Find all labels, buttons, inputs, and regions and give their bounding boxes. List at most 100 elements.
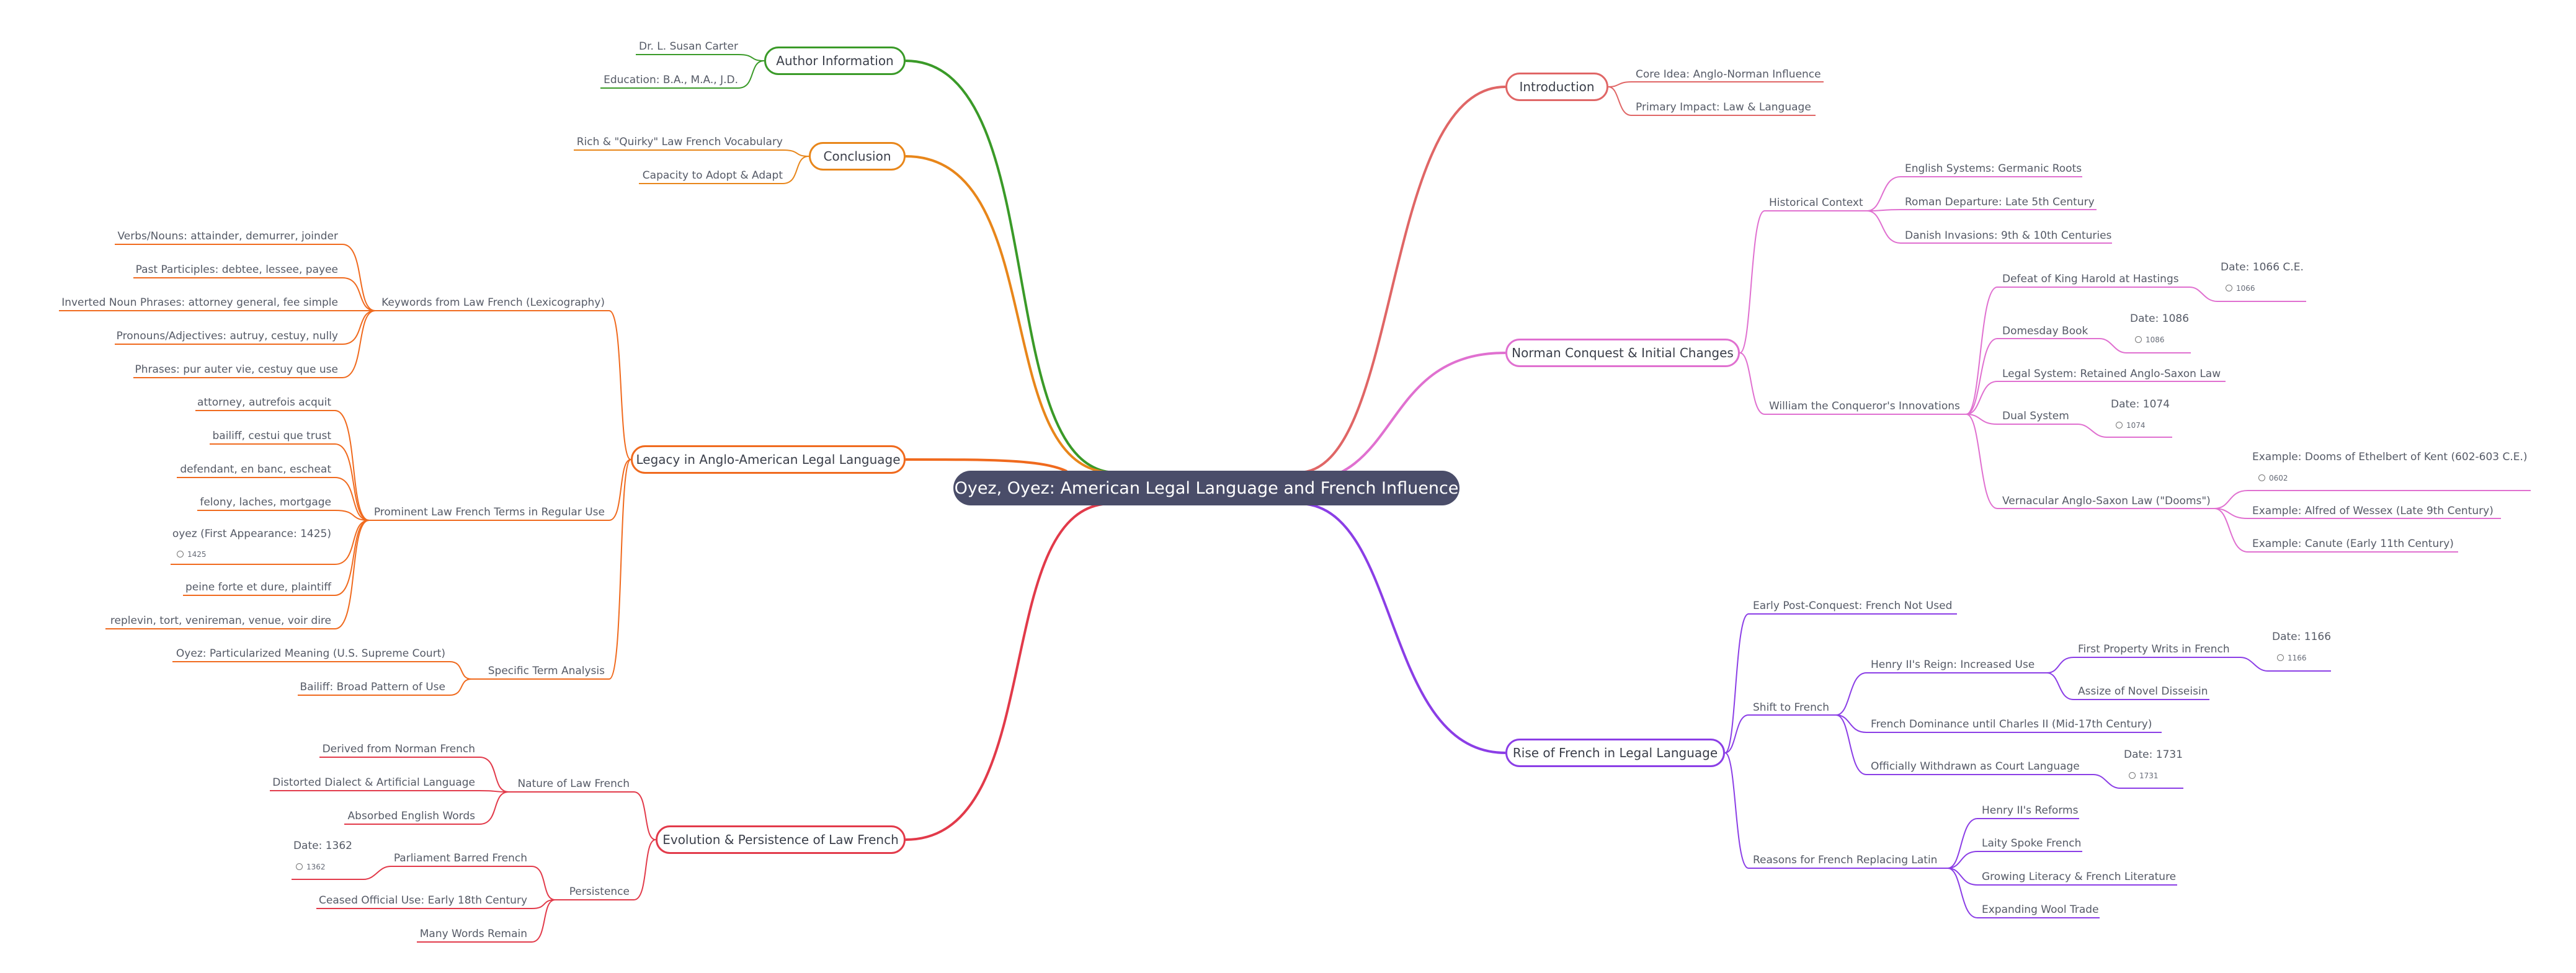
term-defendant[interactable]: defendant, en banc, escheat <box>180 463 331 476</box>
reason-wool-trade[interactable]: Expanding Wool Trade <box>1982 904 2099 916</box>
connector <box>1739 352 1765 415</box>
hastings-date-badge: 1066 <box>2226 284 2255 293</box>
connector <box>1835 714 1867 733</box>
william-legal-system[interactable]: Legal System: Retained Anglo-Saxon Law <box>2002 368 2221 380</box>
connector <box>1608 81 1632 87</box>
branch-author-information[interactable]: Author Information <box>764 47 906 75</box>
branch-introduction-label: Introduction <box>1519 79 1595 94</box>
assize-novel-disseisin[interactable]: Assize of Novel Disseisin <box>2078 685 2208 698</box>
connector <box>334 443 370 521</box>
first-property-writs[interactable]: First Property Writs in French <box>2078 643 2230 655</box>
william-innovations[interactable]: William the Conqueror's Innovations <box>1769 400 1960 412</box>
term-bailiff[interactable]: bailiff, cestui que trust <box>212 430 331 442</box>
early-post-conquest[interactable]: Early Post-Conquest: French Not Used <box>1753 600 1953 612</box>
connector <box>1866 176 1901 211</box>
connector <box>2214 490 2248 509</box>
term-peine-forte[interactable]: peine forte et dure, plaintiff <box>185 581 331 593</box>
specific-term-analysis[interactable]: Specific Term Analysis <box>488 665 605 677</box>
historical-context[interactable]: Historical Context <box>1769 197 1863 209</box>
nature-of-law-french[interactable]: Nature of Law French <box>517 778 630 790</box>
hc-roman-departure[interactable]: Roman Departure: Late 5th Century <box>1905 196 2095 208</box>
connector <box>1298 352 1506 483</box>
ceased-official-use[interactable]: Ceased Official Use: Early 18th Century <box>319 894 527 907</box>
hastings-date: Date: 1066 C.E. <box>2221 261 2304 273</box>
connector <box>905 502 1112 841</box>
connector <box>1947 868 1978 918</box>
term-attorney[interactable]: attorney, autrefois acquit <box>197 396 331 409</box>
domesday-date-badge: 1086 <box>2135 335 2165 344</box>
connector <box>633 839 656 900</box>
connector <box>1298 502 1506 754</box>
william-domesday[interactable]: Domesday Book <box>2002 325 2088 337</box>
clock-icon <box>2116 422 2123 429</box>
reason-henry-reforms[interactable]: Henry II's Reforms <box>1982 804 2079 817</box>
specific-oyez[interactable]: Oyez: Particularized Meaning (U.S. Supre… <box>176 647 445 660</box>
connector <box>1608 86 1632 116</box>
dooms-ethelbert[interactable]: Example: Dooms of Ethelbert of Kent (602… <box>2252 451 2528 463</box>
vernacular-dooms[interactable]: Vernacular Anglo-Saxon Law ("Dooms") <box>2002 495 2211 507</box>
term-replevin[interactable]: replevin, tort, venireman, venue, voir d… <box>110 615 331 627</box>
keyword-inverted-phrases[interactable]: Inverted Noun Phrases: attorney general,… <box>61 296 338 309</box>
reason-laity-french[interactable]: Laity Spoke French <box>1982 837 2082 850</box>
william-dual-system[interactable]: Dual System <box>2002 410 2069 422</box>
author-name[interactable]: Dr. L. Susan Carter <box>638 40 738 53</box>
intro-core-idea[interactable]: Core Idea: Anglo-Norman Influence <box>1636 68 1821 81</box>
connector <box>363 866 391 880</box>
connector <box>1866 210 1901 244</box>
dooms-alfred[interactable]: Example: Alfred of Wessex (Late 9th Cent… <box>2252 505 2494 517</box>
persistence[interactable]: Persistence <box>569 886 630 898</box>
keyword-phrases[interactable]: Phrases: pur auter vie, cestuy que use <box>135 363 338 376</box>
parliament-barred-french[interactable]: Parliament Barred French <box>393 852 527 864</box>
nature-absorbed[interactable]: Absorbed English Words <box>347 810 475 822</box>
branch-conclusion[interactable]: Conclusion <box>809 142 906 171</box>
specific-bailiff[interactable]: Bailiff: Broad Pattern of Use <box>300 681 446 693</box>
connector <box>633 791 656 840</box>
connector <box>1835 714 1867 775</box>
term-oyez[interactable]: oyez (First Appearance: 1425) <box>172 528 331 540</box>
branch-norman-conquest[interactable]: Norman Conquest & Initial Changes <box>1505 339 1740 367</box>
connector <box>334 410 370 521</box>
connector <box>479 757 509 793</box>
branch-evolution[interactable]: Evolution & Persistence of Law French <box>656 825 906 854</box>
shift-to-french[interactable]: Shift to French <box>1753 701 1830 714</box>
author-education[interactable]: Education: B.A., M.A., J.D. <box>604 74 738 86</box>
keyword-pronouns[interactable]: Pronouns/Adjectives: autruy, cestuy, nul… <box>116 330 338 342</box>
french-dominance[interactable]: French Dominance until Charles II (Mid-1… <box>1871 718 2152 731</box>
domesday-date: Date: 1086 <box>2130 313 2190 325</box>
dooms-canute[interactable]: Example: Canute (Early 11th Century) <box>2252 538 2454 550</box>
reasons-replacing-latin[interactable]: Reasons for French Replacing Latin <box>1753 854 1938 866</box>
officially-withdrawn[interactable]: Officially Withdrawn as Court Language <box>1871 760 2080 773</box>
connector <box>1724 714 1749 753</box>
keyword-verbs-nouns[interactable]: Verbs/Nouns: attainder, demurrer, joinde… <box>117 230 338 242</box>
branch-legacy[interactable]: Legacy in Anglo-American Legal Language <box>631 445 906 474</box>
root-topic[interactable]: Oyez, Oyez: American Legal Language and … <box>953 471 1460 505</box>
connector <box>334 510 370 521</box>
connector <box>608 310 631 460</box>
branch-norman-conquest-label: Norman Conquest & Initial Changes <box>1512 345 1734 360</box>
hc-danish-invasions[interactable]: Danish Invasions: 9th & 10th Centuries <box>1905 229 2112 242</box>
connector <box>2046 672 2074 700</box>
conclusion-adapt[interactable]: Capacity to Adopt & Adapt <box>642 169 783 182</box>
oyez-date-badge: 1425 <box>177 550 207 559</box>
term-felony[interactable]: felony, laches, mortgage <box>200 496 331 509</box>
intro-primary-impact[interactable]: Primary Impact: Law & Language <box>1636 101 1811 113</box>
conclusion-vocabulary[interactable]: Rich & "Quirky" Law French Vocabulary <box>576 136 783 148</box>
hc-germanic-roots[interactable]: English Systems: Germanic Roots <box>1905 162 2082 175</box>
reason-literacy[interactable]: Growing Literacy & French Literature <box>1982 871 2177 883</box>
branch-introduction[interactable]: Introduction <box>1505 73 1608 101</box>
william-hastings[interactable]: Defeat of King Harold at Hastings <box>2002 273 2179 285</box>
clock-icon <box>296 863 303 870</box>
connector <box>1724 613 1749 753</box>
keyword-past-participles[interactable]: Past Participles: debtee, lessee, payee <box>135 264 338 276</box>
henry-reign[interactable]: Henry II's Reign: Increased Use <box>1871 659 2035 671</box>
nature-distorted[interactable]: Distorted Dialect & Artificial Language <box>272 776 475 789</box>
parliament-date-badge: 1362 <box>296 863 326 871</box>
many-words-remain[interactable]: Many Words Remain <box>419 928 527 940</box>
prominent-terms[interactable]: Prominent Law French Terms in Regular Us… <box>373 506 605 518</box>
branch-rise-of-french[interactable]: Rise of French in Legal Language <box>1505 739 1725 767</box>
connector <box>342 244 376 311</box>
keywords-law-french[interactable]: Keywords from Law French (Lexicography) <box>381 296 605 309</box>
branch-author-information-label: Author Information <box>776 53 894 68</box>
nature-derived[interactable]: Derived from Norman French <box>322 743 475 755</box>
